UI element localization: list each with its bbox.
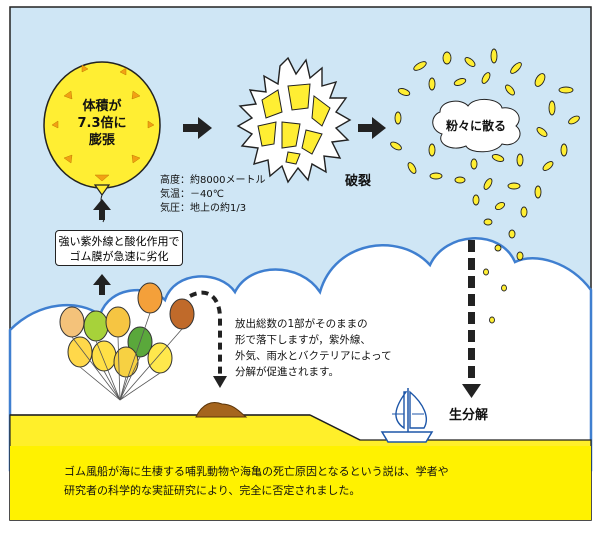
uv-degradation-box: 強い紫外線と酸化作用で ゴム膜が急速に劣化 [55, 230, 183, 266]
fall-dash-arrow-left [189, 290, 222, 376]
footer-note: ゴム風船が海に生棲する哺乳動物や海亀の死亡原因となるという説は、学者や 研究者の… [64, 462, 449, 500]
sailboat-icon [380, 388, 434, 443]
altitude-height: 高度：約8000メートル [160, 175, 266, 186]
altitude-temperature: 気温：－40℃ [160, 189, 224, 200]
burst-label: 破裂 [345, 174, 372, 189]
fall-text-line-3: 外気、雨水とバクテリアによって [235, 350, 392, 362]
footer-line-1: ゴム風船が海に生棲する哺乳動物や海亀の死亡原因となるという説は、学者や [64, 465, 449, 478]
biodegrade-label: 生分解 [449, 408, 489, 423]
scatter-fragments [390, 48, 580, 324]
uv-box-line-2: ゴム膜が急速に劣化 [69, 250, 169, 263]
scatter-label: 粉々に散る [446, 119, 507, 133]
uv-box-line-1: 強い紫外線と酸化作用で [58, 235, 180, 248]
footer-line-2: 研究者の科学的な実証研究により、完全に否定されました。 [64, 484, 361, 497]
balloon-line-1: 体積が [82, 99, 122, 114]
fall-dash-arrow-right [462, 240, 481, 398]
altitude-pressure: 気圧：地上の約1/3 [160, 203, 247, 214]
balloon-expansion-text: 体積が 7.3倍に 膨張 [70, 98, 134, 149]
arrow-up-to-balloon [93, 199, 111, 220]
burst-graphic [236, 56, 352, 184]
fall-text-line-2: 形で落下しますが，紫外線、 [235, 334, 371, 346]
balloon-cluster [59, 282, 195, 401]
fall-explanation: 放出総数の1部がそのままの 形で落下しますが，紫外線、 外気、雨水とバクテリアに… [235, 316, 392, 380]
altitude-info: 高度：約8000メートル 気温：－40℃ 気圧：地上の約1/3 [160, 174, 265, 216]
arrow-to-burst [183, 117, 212, 139]
debris-pile [195, 402, 248, 418]
footer-band [10, 446, 591, 520]
arrow-to-scatter [358, 117, 386, 139]
fall-text-line-4: 分解が促進されます。 [235, 366, 339, 378]
fall-text-line-1: 放出総数の1部がそのままの [235, 318, 368, 330]
balloon-line-3: 膨張 [88, 133, 115, 148]
scatter-label-cloud [432, 99, 521, 153]
balloon-line-2: 7.3倍に [77, 116, 127, 131]
arrow-up-to-uv-box [93, 274, 111, 295]
expanded-balloon [43, 61, 161, 223]
